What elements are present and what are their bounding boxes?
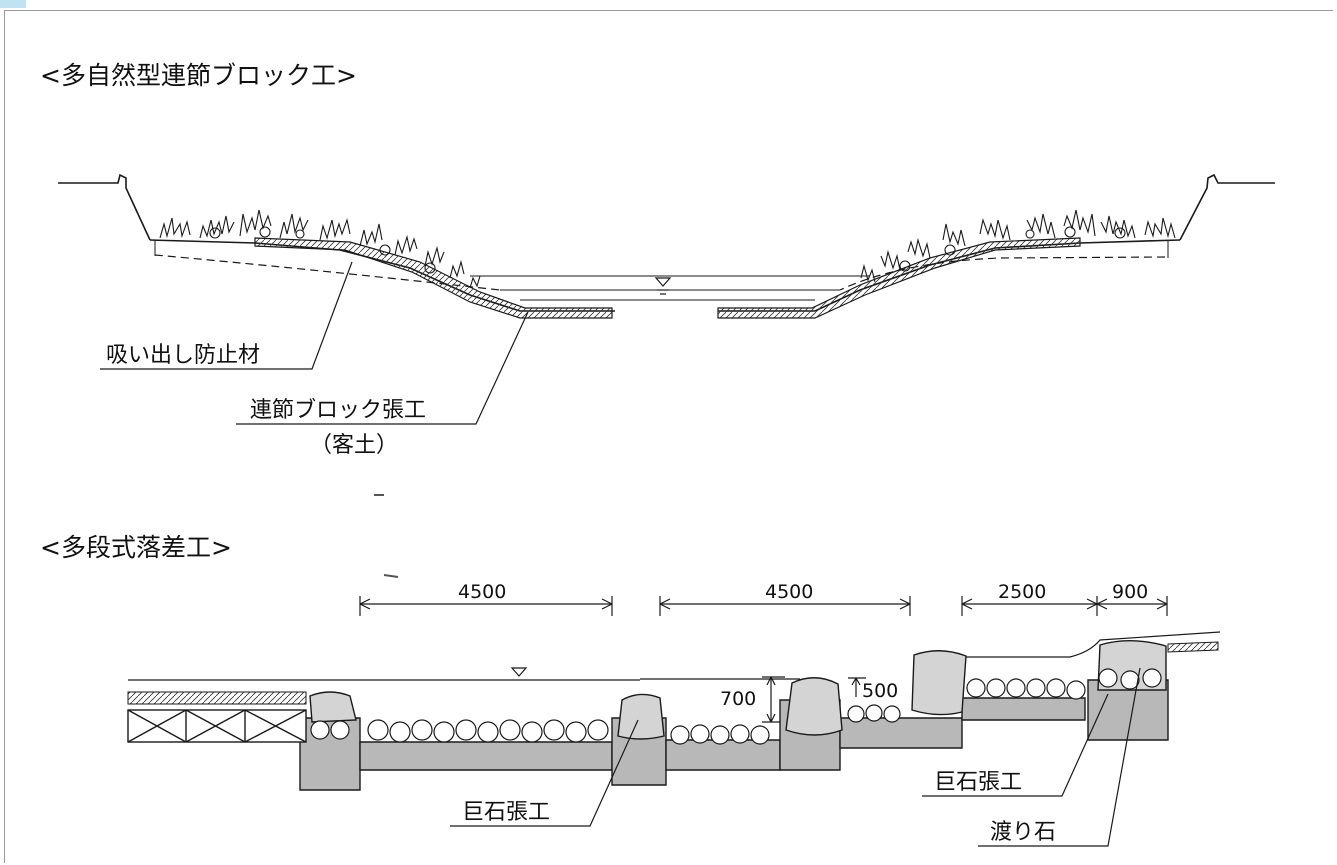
dim-4500-a: 4500 xyxy=(458,581,506,603)
dim-2500: 2500 xyxy=(998,581,1046,603)
leader-lines-section2 xyxy=(450,667,1141,847)
dimension-lines xyxy=(359,596,1168,723)
leader-lines-section1 xyxy=(100,261,529,425)
vegetation-left xyxy=(159,209,481,289)
label-soil-cover: （客土） xyxy=(310,433,398,458)
block-revetment-left xyxy=(254,237,613,319)
label-boulder-work-left: 巨石張工 xyxy=(462,800,550,825)
boulder-3 xyxy=(785,677,843,736)
water-level-icon xyxy=(654,277,672,295)
dim-4500-b: 4500 xyxy=(765,581,813,603)
corner-marker xyxy=(0,0,26,8)
channel-bed-2 xyxy=(665,739,781,771)
cobbles xyxy=(310,668,1162,745)
section1-title: <多自然型連節ブロック工> xyxy=(40,61,357,90)
label-stepping-stone: 渡り石 xyxy=(990,820,1056,845)
channel-bed-4 xyxy=(961,697,1086,721)
figure-frame xyxy=(4,10,1333,863)
left-bank-line xyxy=(58,173,151,241)
dim-700: 700 xyxy=(720,688,756,710)
dim-900: 900 xyxy=(1112,581,1148,603)
channel-bed-3 xyxy=(839,717,963,749)
label-suction-prevention: 吸い出し防止材 xyxy=(106,343,260,368)
water-surfaces xyxy=(128,631,1221,681)
label-block-work: 連節ブロック張工 xyxy=(250,398,426,423)
boulders xyxy=(309,640,1167,740)
channel-bed-1 xyxy=(359,741,613,771)
boulder-4 xyxy=(911,650,967,716)
boulder-2 xyxy=(617,693,665,740)
water-level-icon-2 xyxy=(510,667,528,677)
suction-layer-left xyxy=(154,254,501,291)
drop-step-1 xyxy=(299,717,361,791)
right-bank-line xyxy=(1179,173,1275,241)
dim-500: 500 xyxy=(862,680,898,702)
gravel-row-left xyxy=(127,641,1219,705)
section2-title: <多段式落差工> xyxy=(40,533,232,562)
label-boulder-work-right: 巨石張工 xyxy=(934,770,1022,795)
vegetation-right xyxy=(860,209,1176,283)
stray-marks xyxy=(374,494,399,578)
boulder-1 xyxy=(309,691,357,723)
gabion-box xyxy=(127,709,307,743)
block-revetment-right xyxy=(717,237,1081,319)
